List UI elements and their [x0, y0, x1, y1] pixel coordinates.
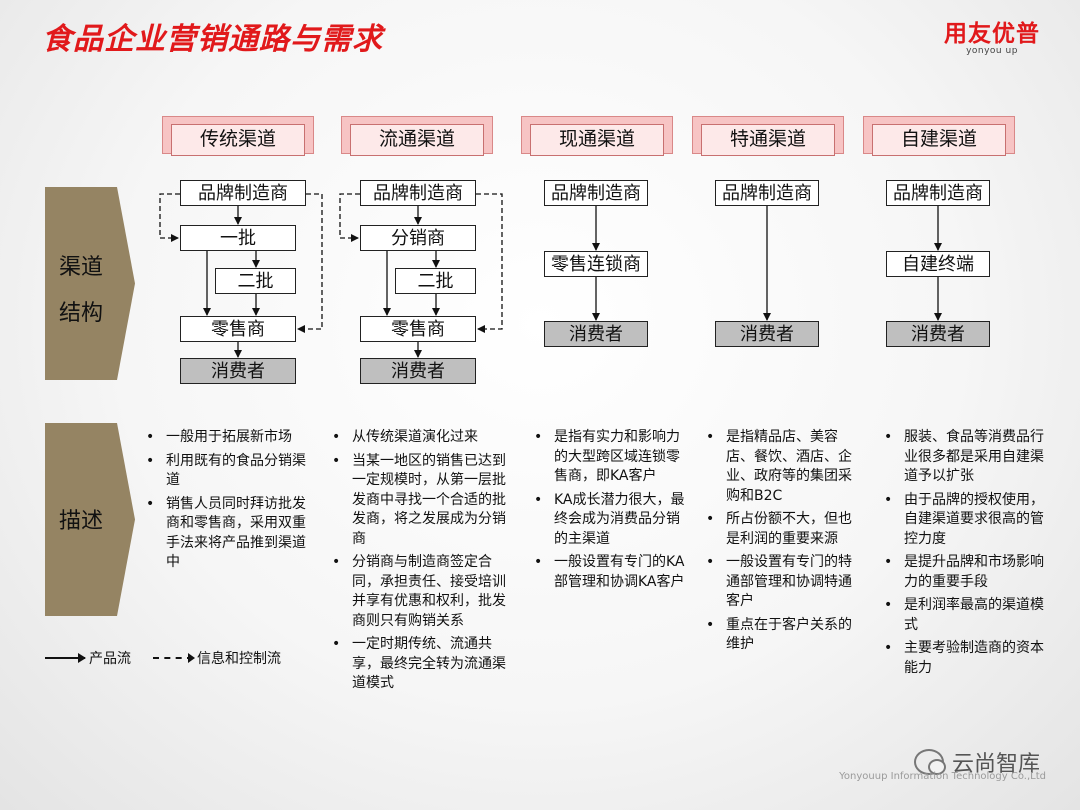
node-self-built-terminal: 自建终端: [886, 251, 990, 277]
description-item: 服装、食品等消费品行业很多都是采用自建渠道予以扩张: [880, 428, 1050, 487]
description-item: 分销商与制造商签定合同，承担责任、接受培训并享有优惠和权利，批发商则只有购销关系: [328, 553, 510, 631]
brand-name: 用友优普: [944, 21, 1040, 47]
legend-info-flow: 信息和控制流: [197, 651, 281, 667]
node-consumer: 消费者: [544, 321, 648, 347]
flow-legend: 产品流 信息和控制流: [45, 648, 281, 668]
description-item: 从传统渠道演化过来: [328, 428, 510, 448]
description-item: 主要考验制造商的资本能力: [880, 639, 1050, 678]
description-item: 销售人员同时拜访批发商和零售商，采用双重手法来将产品推到渠道中: [142, 495, 310, 573]
brand-sub: yonyou up: [966, 46, 1018, 56]
side-label-description: 描述: [45, 423, 135, 616]
node-consumer: 消费者: [886, 321, 990, 347]
side-label-structure-line1: 渠道: [58, 255, 103, 280]
description-item: 是指有实力和影响力的大型跨区域连锁零售商，即KA客户: [530, 428, 690, 487]
description-modern: 是指有实力和影响力的大型跨区域连锁零售商，即KA客户 KA成长潜力很大，最终会成…: [530, 428, 690, 596]
channel-header-label: 流通渠道: [350, 124, 484, 156]
description-special: 是指精品店、美容店、餐饮、酒店、企业、政府等的集团采购和B2C 所占份额不大，但…: [702, 428, 862, 659]
channel-header-label: 自建渠道: [872, 124, 1006, 156]
node-brand-manufacturer: 品牌制造商: [360, 180, 476, 206]
wechat-icon: [913, 749, 946, 775]
description-item: 一般用于拓展新市场: [142, 428, 310, 448]
watermark-text: 云尚智库: [951, 752, 1040, 777]
node-consumer: 消费者: [180, 358, 296, 384]
description-item: 一定时期传统、流通共享，最终完全转为流通渠道模式: [328, 635, 510, 694]
channel-header-selfbuilt: 自建渠道: [863, 116, 1015, 156]
description-item: 所占份额不大，但也是利润的重要来源: [702, 510, 862, 549]
description-item: 重点在于客户关系的维护: [702, 616, 862, 655]
node-retailer: 零售商: [180, 316, 296, 342]
node-brand-manufacturer: 品牌制造商: [715, 180, 819, 206]
node-brand-manufacturer: 品牌制造商: [180, 180, 306, 206]
side-label-structure: 渠道 结构: [45, 187, 135, 380]
node-consumer: 消费者: [360, 358, 476, 384]
side-label-description-text: 描述: [58, 509, 103, 534]
channel-header-label: 传统渠道: [171, 124, 305, 156]
description-circulation: 从传统渠道演化过来 当某一地区的销售已达到一定规模时，从第一层批发商中寻找一个合…: [328, 428, 510, 698]
node-brand-manufacturer: 品牌制造商: [544, 180, 648, 206]
legend-product-flow: 产品流: [89, 651, 131, 667]
channel-header-traditional: 传统渠道: [162, 116, 314, 156]
channel-header-label: 特通渠道: [701, 124, 835, 156]
node-retail-chain: 零售连锁商: [544, 251, 648, 277]
page-title: 食品企业营销通路与需求: [42, 22, 383, 57]
solid-arrow-icon: [45, 653, 86, 663]
footer-company: Yonyouup Information Technology Co.,Ltd: [839, 771, 1046, 782]
description-item: 由于品牌的授权使用，自建渠道要求很高的管控力度: [880, 491, 1050, 550]
dashed-arrow-icon: [153, 653, 195, 663]
description-item: 当某一地区的销售已达到一定规模时，从第一层批发商中寻找一个合适的批发商，将之发展…: [328, 452, 510, 550]
description-item: KA成长潜力很大，最终会成为消费品分销的主渠道: [530, 491, 690, 550]
description-item: 一般设置有专门的KA部管理和协调KA客户: [530, 553, 690, 592]
channel-header-circulation: 流通渠道: [341, 116, 493, 156]
description-selfbuilt: 服装、食品等消费品行业很多都是采用自建渠道予以扩张 由于品牌的授权使用，自建渠道…: [880, 428, 1050, 682]
node-distributor: 分销商: [360, 225, 476, 251]
description-item: 是利润率最高的渠道模式: [880, 596, 1050, 635]
description-traditional: 一般用于拓展新市场 利用既有的食品分销渠道 销售人员同时拜访批发商和零售商，采用…: [142, 428, 310, 577]
node-second-wholesaler: 二批: [395, 268, 476, 294]
channel-header-special: 特通渠道: [692, 116, 844, 156]
description-item: 利用既有的食品分销渠道: [142, 452, 310, 491]
side-label-structure-line2: 结构: [58, 301, 103, 326]
channel-header-modern: 现通渠道: [521, 116, 673, 156]
node-second-wholesaler: 二批: [215, 268, 296, 294]
description-item: 是指精品店、美容店、餐饮、酒店、企业、政府等的集团采购和B2C: [702, 428, 862, 506]
channel-header-label: 现通渠道: [530, 124, 664, 156]
description-item: 是提升品牌和市场影响力的重要手段: [880, 553, 1050, 592]
node-first-wholesaler: 一批: [180, 225, 296, 251]
description-item: 一般设置有专门的特通部管理和协调特通客户: [702, 553, 862, 612]
node-consumer: 消费者: [715, 321, 819, 347]
node-retailer: 零售商: [360, 316, 476, 342]
watermark: 云尚智库: [913, 746, 1040, 778]
node-brand-manufacturer: 品牌制造商: [886, 180, 990, 206]
brand-logo: 用友优普 yonyou up: [944, 22, 1040, 56]
